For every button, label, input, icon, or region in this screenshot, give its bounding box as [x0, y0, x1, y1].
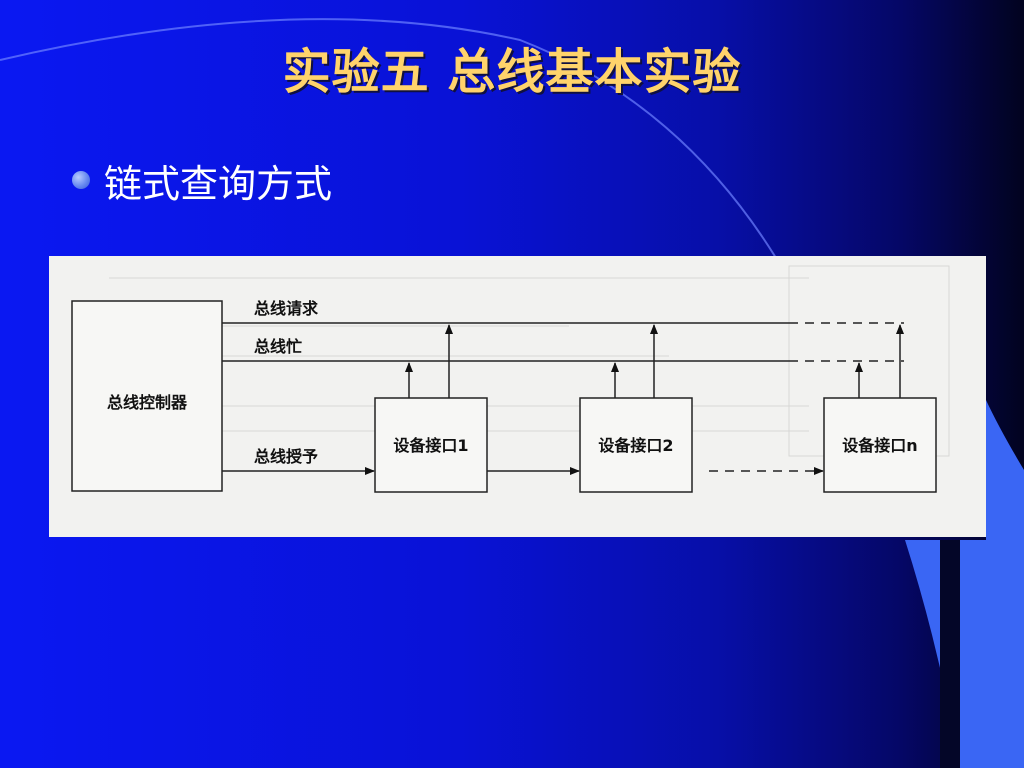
- devicen-label: 设备接口n: [842, 436, 917, 455]
- decor-arc-line: [0, 18, 801, 301]
- bus-busy-label: 总线忙: [254, 337, 302, 356]
- devicen-box: [823, 397, 937, 493]
- decor-dark-band: [940, 540, 960, 768]
- device1-label: 设备接口1: [393, 436, 468, 455]
- daisy-chain-diagram: 总线控制器 总线请求 总线忙 总线授予 设备接口1 设备接口2 设备接口n: [49, 256, 986, 537]
- device2-box: [579, 397, 693, 493]
- decor-corner-swoosh: [905, 400, 1024, 768]
- controller-label: 总线控制器: [107, 393, 188, 412]
- bullet-dot-icon: [72, 171, 90, 189]
- device2-label: 设备接口2: [598, 436, 673, 455]
- bullet-item: 链式查询方式: [72, 155, 333, 206]
- slide-title: 实验五 总线基本实验: [282, 44, 742, 100]
- device1-box: [374, 397, 488, 493]
- bus-grant-label: 总线授予: [254, 447, 318, 466]
- bus-request-label: 总线请求: [254, 299, 319, 318]
- controller-box: [71, 300, 223, 492]
- bullet-text: 链式查询方式: [104, 161, 333, 206]
